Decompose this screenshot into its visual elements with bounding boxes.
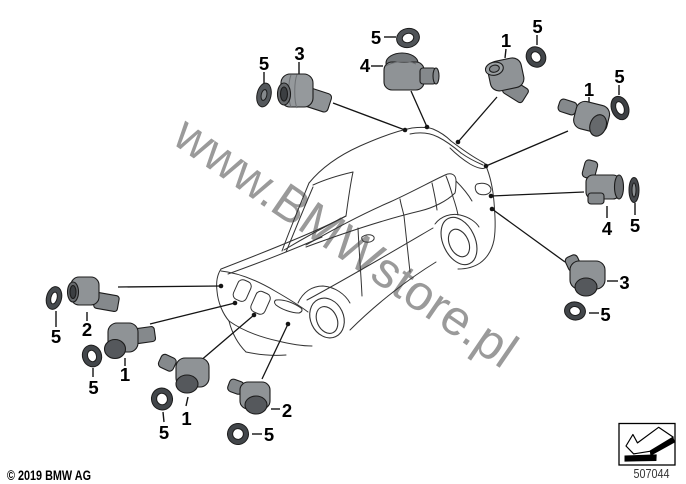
svg-text:5: 5	[600, 304, 610, 325]
svg-text:5: 5	[159, 422, 169, 443]
svg-text:5: 5	[630, 215, 640, 236]
svg-text:3: 3	[294, 43, 304, 64]
svg-text:www.BMWstore.pl: www.BMWstore.pl	[163, 105, 527, 379]
svg-text:1: 1	[120, 364, 130, 385]
svg-text:5: 5	[371, 27, 381, 48]
svg-text:1: 1	[584, 79, 594, 100]
svg-text:5: 5	[259, 53, 269, 74]
svg-text:1: 1	[501, 30, 511, 51]
svg-text:5: 5	[532, 16, 542, 37]
svg-text:2: 2	[82, 319, 92, 340]
svg-text:507044: 507044	[634, 467, 670, 481]
svg-text:5: 5	[88, 377, 98, 398]
svg-text:4: 4	[360, 55, 371, 76]
svg-text:4: 4	[602, 218, 613, 239]
svg-text:1: 1	[181, 408, 191, 429]
svg-text:5: 5	[614, 66, 624, 87]
svg-text:5: 5	[51, 326, 61, 347]
svg-text:5: 5	[264, 424, 274, 445]
svg-text:3: 3	[619, 272, 629, 293]
svg-text:2: 2	[282, 400, 292, 421]
svg-text:© 2019 BMW AG: © 2019 BMW AG	[7, 467, 91, 483]
